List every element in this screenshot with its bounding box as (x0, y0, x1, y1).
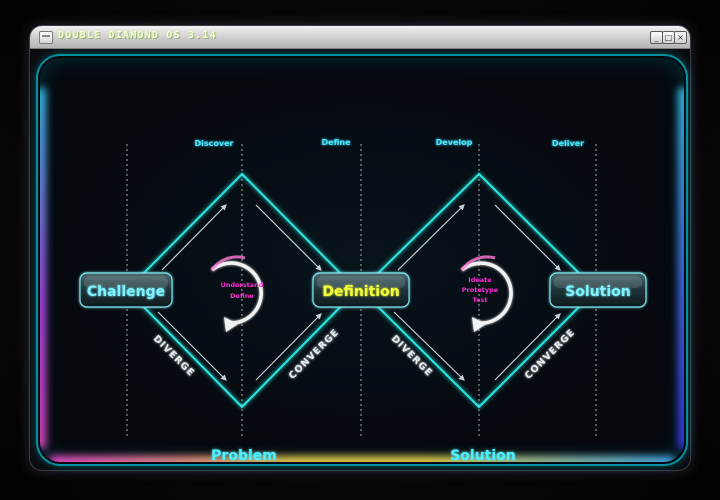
arrow-left-down-out (157, 311, 227, 381)
cycle-right-ideate: Ideate (468, 276, 492, 284)
phase-label-discover: Discover (195, 139, 234, 148)
node-definition-shine (317, 276, 405, 288)
node-definition[interactable]: Definition (312, 272, 410, 308)
phase-label-define: Define (321, 138, 351, 147)
node-challenge-label: Challenge (87, 284, 165, 300)
diverge-label-left: DIVERGE (151, 333, 197, 379)
cycle-arrowhead-right (472, 317, 486, 332)
cycle-right: Ideate Prototype Test (460, 255, 513, 332)
arrow-left-up-out (161, 204, 227, 271)
cycle-right-test: Test (473, 296, 488, 304)
flow-arrows (157, 204, 561, 381)
diamonds (125, 172, 598, 409)
title-bar[interactable]: DOUBLE DIAMOND OS 3.14 _ □ × (30, 26, 690, 49)
screen-glow-right (678, 88, 684, 448)
cycle-right-prototype: Prototype (462, 286, 499, 294)
node-challenge-box[interactable] (79, 272, 173, 308)
node-solution-label: Solution (565, 284, 631, 300)
close-button[interactable]: × (674, 31, 687, 44)
space-label-solution: Solution (450, 448, 516, 462)
arrow-right-down-out (393, 311, 465, 381)
diamond-solution (359, 172, 598, 409)
screen-glow-left (40, 88, 46, 448)
app-icon (39, 31, 53, 44)
node-solution-shine (554, 276, 642, 288)
cycle-arrow-right (460, 261, 513, 325)
diagram-screen: Discover Define Develop Deliver (38, 56, 686, 464)
screen-glow-bottom (50, 456, 674, 462)
cycle-glow-left (210, 255, 246, 271)
phase-label-deliver: Deliver (552, 139, 584, 148)
arrow-right-in-top (494, 204, 561, 271)
phase-labels: Discover Define Develop Deliver (195, 138, 585, 148)
double-diamond-diagram: Discover Define Develop Deliver (79, 138, 647, 462)
arrow-left-in-bottom (255, 313, 322, 381)
cycle-glow-right (460, 255, 496, 271)
node-definition-box[interactable] (312, 272, 410, 308)
app-window: DOUBLE DIAMOND OS 3.14 _ □ × (30, 26, 690, 470)
node-definition-label: Definition (322, 284, 399, 300)
space-labels: Problem Solution (211, 448, 516, 462)
cycle-left-define: Define (230, 292, 254, 300)
arrow-right-up-out (397, 204, 465, 271)
diamond-problem (125, 172, 359, 409)
node-solution-box[interactable] (549, 272, 647, 308)
cycle-left: Understand Define (210, 255, 264, 332)
node-challenge-shine (84, 276, 168, 288)
node-challenge[interactable]: Challenge (79, 272, 173, 308)
cycle-left-understand: Understand (221, 281, 264, 289)
window-title: DOUBLE DIAMOND OS 3.14 (58, 30, 217, 41)
arrow-right-in-bottom (494, 313, 561, 381)
phase-label-develop: Develop (436, 138, 473, 147)
arrow-left-in-top (255, 204, 322, 271)
cycle-arrowhead-left (224, 317, 238, 332)
cycle-arrow-left (210, 261, 263, 325)
space-label-problem: Problem (211, 448, 277, 462)
node-solution[interactable]: Solution (549, 272, 647, 308)
